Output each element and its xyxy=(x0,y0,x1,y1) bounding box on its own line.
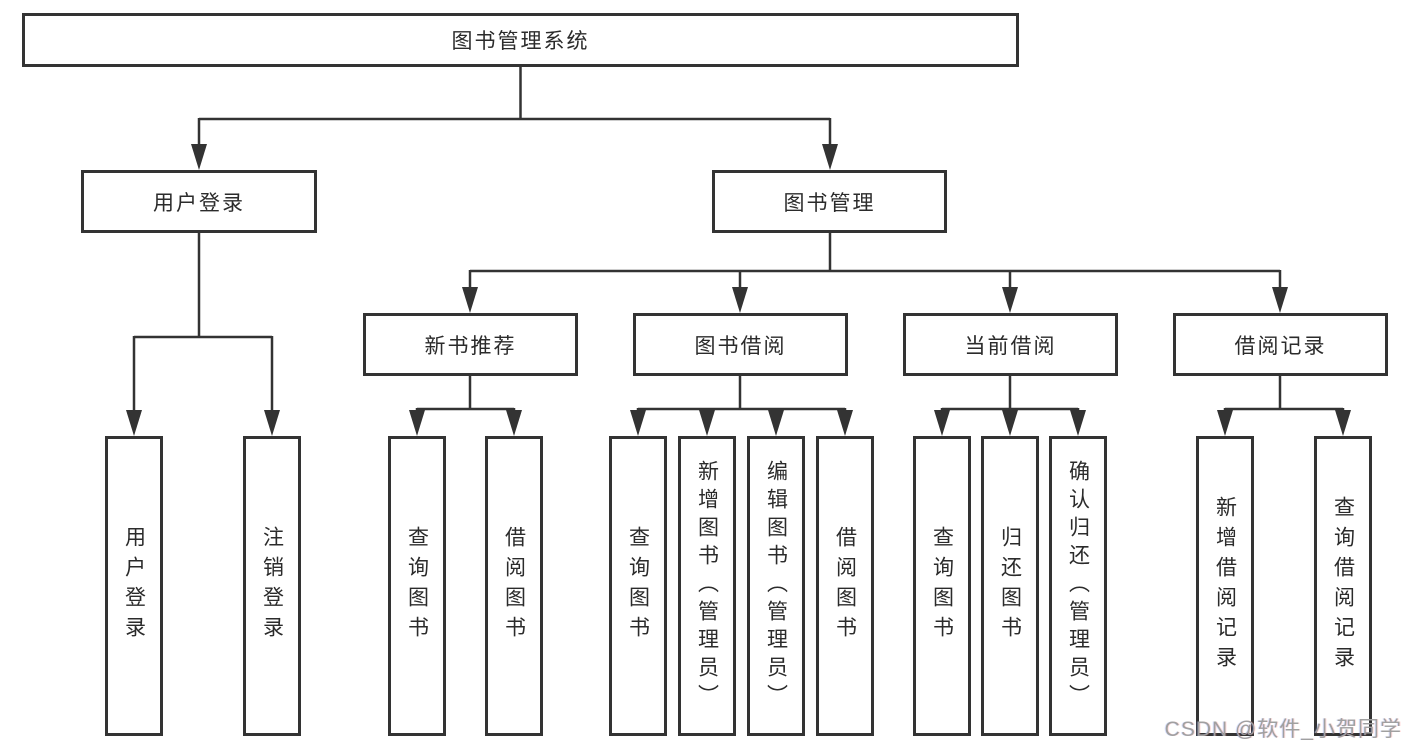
arrowhead xyxy=(462,287,478,313)
arrowhead xyxy=(934,410,950,436)
node-book-management: 图书管理 xyxy=(712,170,947,233)
arrowhead xyxy=(264,410,280,436)
arrowhead xyxy=(506,410,522,436)
arrowhead xyxy=(1002,287,1018,313)
node-book-borrow: 图书借阅 xyxy=(633,313,848,376)
node-borrow-records: 借阅记录 xyxy=(1173,313,1388,376)
leaf-cb-confirm-return-admin: 确认归还（管理员） xyxy=(1049,436,1107,736)
leaf-cb-query-books: 查询图书 xyxy=(913,436,971,736)
arrowhead xyxy=(699,410,715,436)
leaf-user-login: 用户登录 xyxy=(105,436,163,736)
node-new-book-recommend: 新书推荐 xyxy=(363,313,578,376)
arrowhead xyxy=(191,144,207,170)
watermark: CSDN @软件_小贺同学 xyxy=(1164,718,1402,741)
arrowhead xyxy=(126,410,142,436)
arrowhead xyxy=(768,410,784,436)
arrowhead xyxy=(1272,287,1288,313)
leaf-bb-query-books: 查询图书 xyxy=(609,436,667,736)
arrowhead xyxy=(630,410,646,436)
leaf-logout: 注销登录 xyxy=(243,436,301,736)
leaf-br-query-record: 查询借阅记录 xyxy=(1314,436,1372,736)
leaf-bb-borrow-books: 借阅图书 xyxy=(816,436,874,736)
node-user-login: 用户登录 xyxy=(81,170,317,233)
node-current-borrow: 当前借阅 xyxy=(903,313,1118,376)
node-root: 图书管理系统 xyxy=(22,13,1019,67)
arrowhead xyxy=(409,410,425,436)
arrowhead xyxy=(1217,410,1233,436)
leaf-br-add-record: 新增借阅记录 xyxy=(1196,436,1254,736)
arrowhead xyxy=(732,287,748,313)
arrowhead xyxy=(837,410,853,436)
leaf-bb-add-books-admin: 新增图书（管理员） xyxy=(678,436,736,736)
leaf-cb-return-books: 归还图书 xyxy=(981,436,1039,736)
arrowhead xyxy=(1070,410,1086,436)
arrowhead xyxy=(822,144,838,170)
arrowhead xyxy=(1335,410,1351,436)
leaf-nb-borrow-books: 借阅图书 xyxy=(485,436,543,736)
arrowhead xyxy=(1002,410,1018,436)
leaf-bb-edit-books-admin: 编辑图书（管理员） xyxy=(747,436,805,736)
leaf-nb-query-books: 查询图书 xyxy=(388,436,446,736)
